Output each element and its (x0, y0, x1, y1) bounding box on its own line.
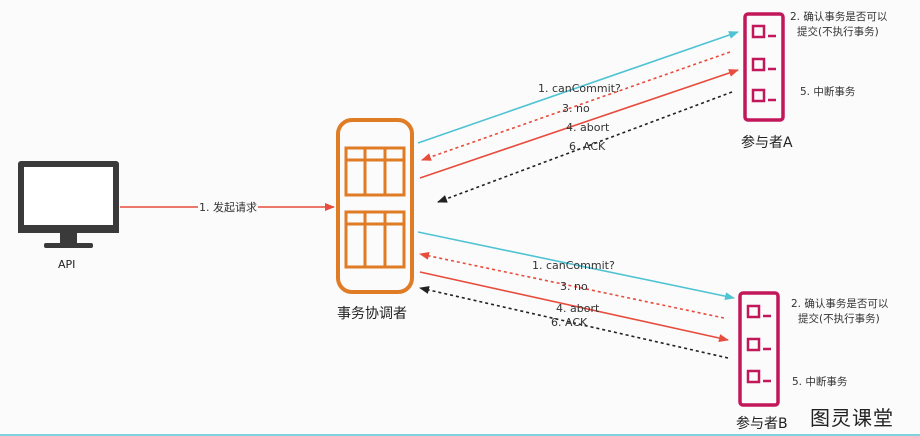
participant-a-interrupt-note: 5. 中断事务 (800, 86, 856, 98)
edge-a-can-commit-label: 1. canCommit? (538, 82, 621, 95)
edge-a-abort-label: 4. abort (566, 121, 610, 134)
participant-a-confirm-note-line2: 提交(不执行事务) (797, 26, 879, 38)
participant-b-confirm-note-line1: 2. 确认事务是否可以 (791, 298, 889, 310)
edge-b-abort-label: 4. abort (556, 302, 600, 315)
edge-b-no-label: 3. no (560, 280, 588, 293)
watermark: 图灵课堂 (810, 406, 894, 430)
edge-a-abort (419, 69, 739, 179)
edge-a-ack (437, 91, 733, 203)
edge-a-can-commit (417, 31, 739, 144)
edge-b-ack-label: 6. ACK (551, 316, 588, 329)
api-label: API (58, 258, 76, 271)
edge-b-can-commit-label: 1. canCommit? (532, 259, 615, 272)
edge-b-ack (419, 286, 729, 359)
participant-a-confirm-note-line1: 2. 确认事务是否可以 (790, 11, 888, 23)
monitor-icon (18, 161, 119, 248)
participant-b-label: 参与者B (736, 416, 788, 432)
participant-b-icon (738, 291, 780, 407)
bottom-border (0, 434, 920, 436)
edge-b-can-commit (417, 231, 735, 301)
participant-b-confirm-note-line2: 提交(不执行事务) (798, 313, 880, 325)
edge-a-ack-label: 6. ACK (569, 140, 606, 153)
edge-a-no-label: 3. no (562, 102, 590, 115)
participant-b-interrupt-note: 5. 中断事务 (792, 376, 848, 388)
coordinator-label: 事务协调者 (337, 306, 407, 322)
coordinator-icon (336, 118, 414, 294)
edge-b-abort (419, 271, 729, 342)
participant-a-icon (743, 12, 785, 122)
participant-a-label: 参与者A (741, 135, 793, 151)
edge-request-label: 1. 发起请求 (198, 201, 258, 214)
edge-b-no (419, 251, 725, 319)
edge-a-no (421, 51, 731, 161)
